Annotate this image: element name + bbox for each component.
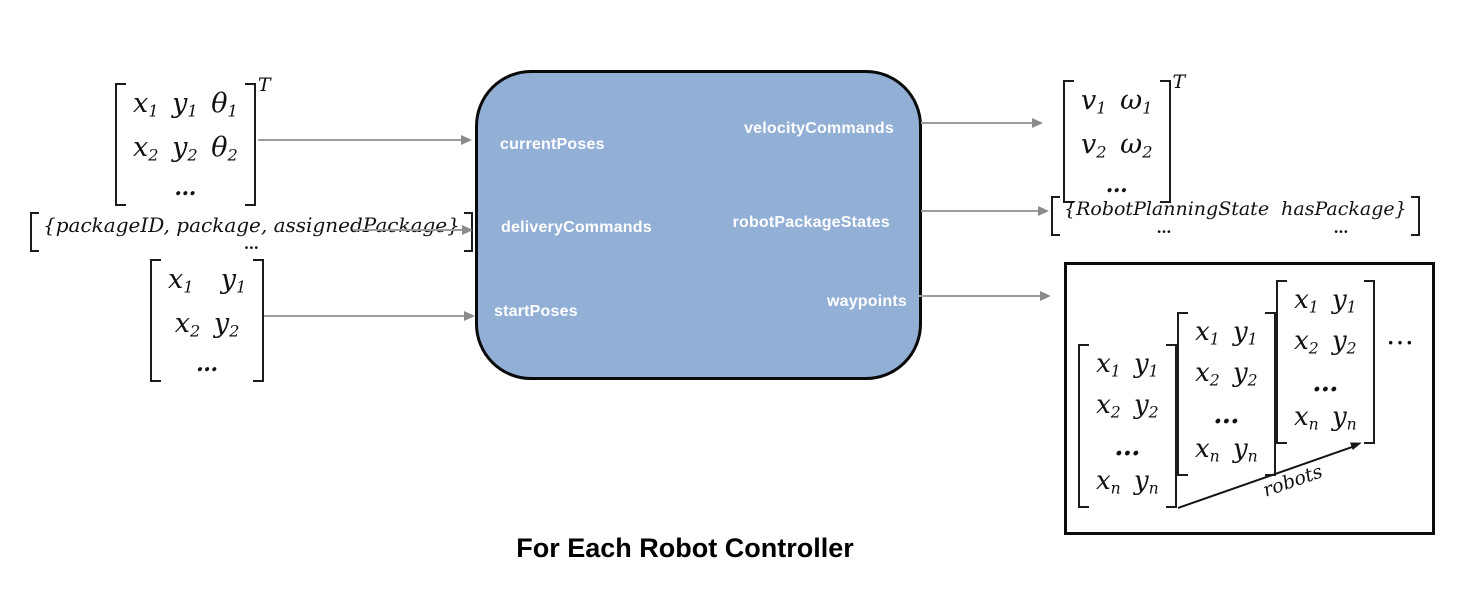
matrix-row: v1 ω1 [1081, 85, 1153, 118]
delivery-commands-expression: {packageID, package, assignedPackage} … [30, 212, 473, 252]
expression-ellipsis: … [1156, 219, 1172, 237]
waypoints-arrow [919, 290, 1051, 301]
delivery-commands-arrow [353, 224, 473, 235]
matrix-row: x2 y2 [174, 307, 240, 341]
start-poses-matrix: x1 y1 x2 y2 … [150, 259, 265, 383]
right-bracket [253, 259, 265, 383]
velocity-commands-arrow [921, 117, 1043, 128]
left-bracket [30, 212, 39, 252]
left-bracket [150, 259, 161, 383]
right-bracket [1264, 312, 1276, 477]
right-bracket [1363, 280, 1375, 445]
matrix-ellipsis-row: … [1105, 172, 1128, 199]
matrix-ellipsis-row: … [196, 351, 219, 378]
robot-controller-block: currentPoses deliveryCommands startPoses… [475, 70, 922, 380]
diagram-title: For Each Robot Controller [516, 533, 854, 563]
robot-package-states-arrow [921, 205, 1049, 216]
matrix-row: x1 y1 [1294, 285, 1357, 317]
left-bracket [1177, 312, 1188, 477]
matrix-row: x1 y1 θ1 [133, 88, 238, 121]
matrix-row: xn yn [1294, 401, 1357, 434]
matrix-ellipsis-row: … [1114, 431, 1141, 462]
expression-ellipsis: … [1333, 219, 1349, 237]
matrix-row: x1 y1 [1195, 317, 1258, 349]
waypoints-matrix-1: x1 y1 x2 y2 … xn yn [1078, 344, 1177, 509]
expression-ellipsis: … [243, 235, 259, 253]
output-port-waypoints: waypoints [826, 293, 907, 310]
matrix-ellipsis-row: … [1312, 367, 1339, 398]
transpose-superscript: T [1172, 71, 1186, 93]
expression-text: {packageID, package, assignedPackage} [43, 213, 460, 237]
right-bracket [1165, 344, 1177, 509]
left-bracket [1063, 80, 1074, 204]
left-bracket [1276, 280, 1287, 445]
matrix-row: x2 y2 [1294, 326, 1357, 358]
waypoints-ellipsis: … [1386, 318, 1417, 351]
input-port-start-poses: startPoses [494, 303, 578, 320]
output-port-velocity-commands: velocityCommands [744, 120, 894, 137]
right-bracket [1410, 196, 1420, 236]
robot-package-states-expression: {RobotPlanningState hasPackage} … … [1051, 196, 1420, 236]
left-bracket [1078, 344, 1089, 509]
transpose-superscript: T [257, 74, 271, 96]
matrix-row: x1 y1 [1096, 349, 1159, 381]
matrix-row: x2 y2 [1195, 358, 1258, 390]
expression-text: {RobotPlanningState hasPackage} [1064, 198, 1407, 220]
waypoints-matrix-2: x1 y1 x2 y2 … xn yn [1177, 312, 1276, 477]
left-bracket [115, 83, 126, 207]
input-port-current-poses: currentPoses [500, 136, 605, 153]
matrix-row: x2 y2 θ2 [133, 131, 238, 165]
current-poses-arrow [258, 134, 472, 145]
right-bracket [1159, 80, 1171, 204]
waypoints-matrix-3: x1 y1 x2 y2 … xn yn [1276, 280, 1375, 445]
matrix-row: xn yn [1096, 465, 1159, 498]
right-bracket [244, 83, 256, 207]
matrix-row: xn yn [1195, 433, 1258, 466]
start-poses-arrow [264, 310, 475, 321]
input-port-delivery-commands: deliveryCommands [501, 219, 652, 236]
matrix-row: v2 ω2 [1081, 128, 1153, 162]
output-port-robot-package-states: robotPackageStates [732, 214, 890, 231]
velocity-commands-matrix: v1 ω1 v2 ω2 … T [1063, 71, 1185, 204]
matrix-ellipsis-row: … [174, 175, 197, 202]
current-poses-matrix: x1 y1 θ1 x2 y2 θ2 … T [115, 74, 271, 207]
matrix-ellipsis-row: … [1213, 399, 1240, 430]
matrix-row: x1 y1 [168, 264, 247, 297]
matrix-row: x2 y2 [1096, 390, 1159, 422]
left-bracket [1051, 196, 1060, 236]
